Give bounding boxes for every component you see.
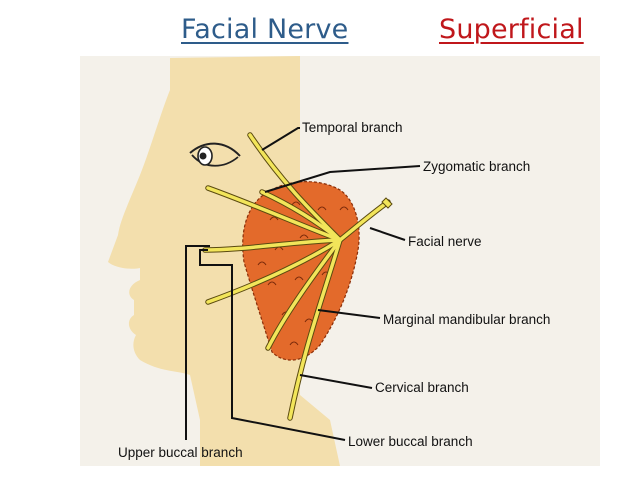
title-superficial: Superficial: [439, 14, 584, 45]
label-marginal-mandibular-branch: Marginal mandibular branch: [383, 312, 550, 327]
leader-facial-nerve: [369, 227, 406, 241]
label-upper-buccal-branch: Upper buccal branch: [118, 445, 243, 460]
face-profile: [108, 56, 340, 466]
facial-nerve-branches: [202, 132, 393, 421]
label-temporal-branch: Temporal branch: [302, 120, 403, 135]
leader-lines: [185, 127, 421, 441]
leader-lower-buccal: [199, 249, 346, 441]
eye-icon: [189, 142, 241, 167]
leader-cervical: [299, 374, 373, 389]
leader-upper-buccal: [185, 245, 210, 440]
title-facial-nerve: Facial Nerve: [181, 14, 349, 45]
leader-temporal: [261, 127, 300, 151]
leader-zygomatic: [264, 165, 421, 193]
label-zygomatic-branch: Zygomatic branch: [423, 159, 530, 174]
label-facial-nerve: Facial nerve: [408, 234, 482, 249]
label-cervical-branch: Cervical branch: [375, 380, 469, 395]
label-lower-buccal-branch: Lower buccal branch: [348, 434, 473, 449]
nerve-fill: [203, 133, 390, 420]
leader-marginal: [317, 309, 381, 319]
